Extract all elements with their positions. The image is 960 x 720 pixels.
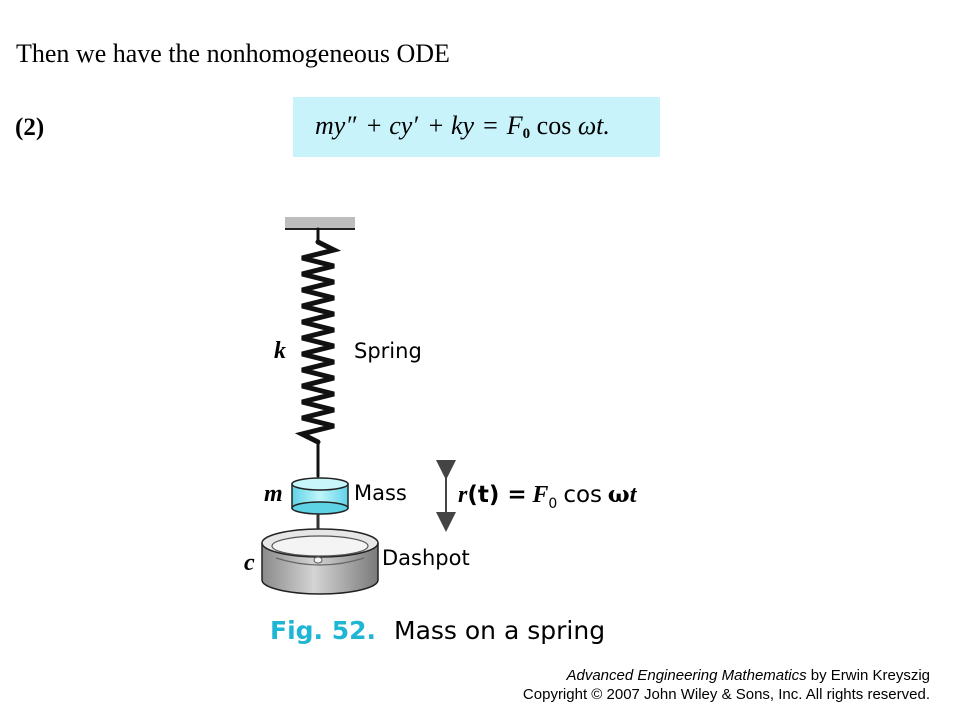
figure-caption: Mass on a spring bbox=[394, 616, 605, 645]
force-t-eq: (t) = bbox=[467, 482, 526, 508]
mass-symbol-label: m bbox=[264, 481, 283, 507]
force-t: t bbox=[630, 482, 638, 508]
eq-term-my: my″ bbox=[315, 111, 357, 140]
figure-number: Fig. 52. bbox=[270, 616, 376, 645]
eq-equals: = bbox=[483, 111, 498, 140]
eq-force: F bbox=[506, 111, 523, 140]
ceiling-support bbox=[285, 217, 355, 229]
force-r: r bbox=[458, 482, 468, 508]
equation-box: my″ + cy′ + ky = F0 cos ωt. bbox=[293, 97, 660, 157]
intro-text: Then we have the nonhomogeneous ODE bbox=[16, 39, 450, 68]
force-F-subscript: 0 bbox=[548, 496, 557, 512]
dashpot-label: Dashpot bbox=[382, 546, 470, 570]
mass-label: Mass bbox=[354, 481, 407, 505]
dashpot-cylinder bbox=[261, 528, 379, 595]
eq-term-ky: + ky bbox=[426, 111, 475, 140]
book-author: by Erwin Kreyszig bbox=[806, 667, 930, 684]
eq-force-subscript: 0 bbox=[522, 126, 531, 142]
copyright-line: Copyright © 2007 John Wiley & Sons, Inc.… bbox=[522, 686, 930, 703]
spring-label: Spring bbox=[354, 339, 422, 363]
mass-spring-figure: k Spring m Mass c Dashpot r(t) = F0 cos ω… bbox=[244, 217, 638, 645]
eq-cos: cos bbox=[536, 111, 572, 140]
spring-constant-label: k bbox=[274, 338, 286, 364]
eq-term-cy: + cy′ bbox=[365, 111, 418, 140]
force-omega: ω bbox=[608, 481, 630, 508]
equation: my″ + cy′ + ky = F0 cos ωt. bbox=[315, 111, 610, 143]
eq-omega-t: ωt. bbox=[577, 111, 610, 140]
credit-block: Advanced Engineering Mathematics by Erwi… bbox=[523, 666, 930, 704]
force-cos: cos bbox=[563, 482, 602, 508]
force-label: r(t) = F0 cos ωt bbox=[458, 481, 638, 512]
mass-block bbox=[291, 477, 349, 515]
book-title: Advanced Engineering Mathematics bbox=[566, 667, 807, 684]
force-F: F bbox=[531, 482, 548, 508]
equation-number: (2) bbox=[15, 114, 45, 141]
damping-constant-label: c bbox=[244, 550, 255, 576]
spring-coil bbox=[294, 227, 342, 478]
